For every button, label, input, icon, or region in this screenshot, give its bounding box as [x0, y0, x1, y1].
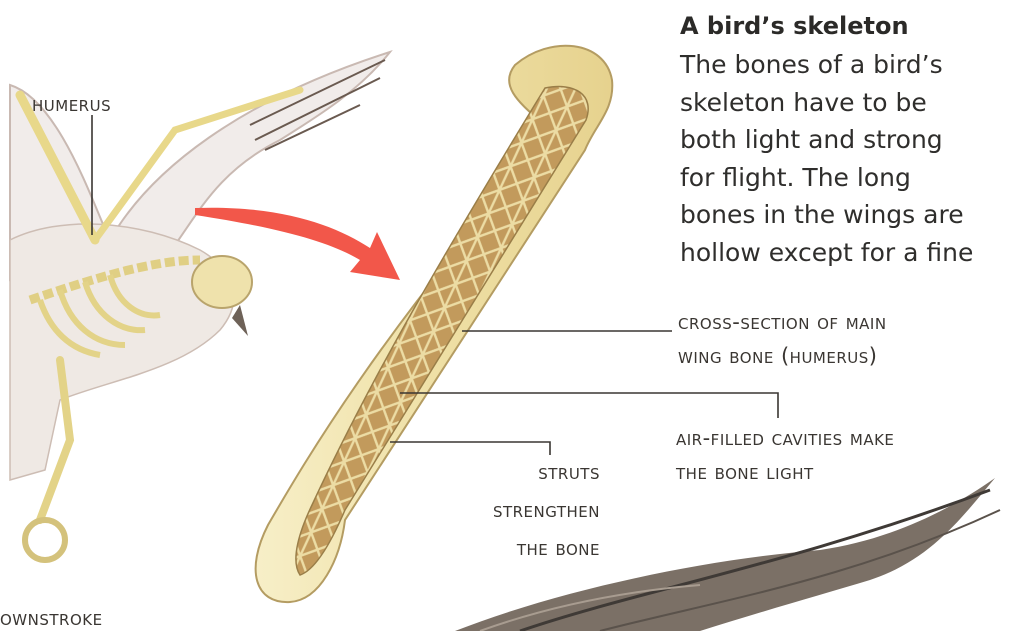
body-text: The bones of a bird’s skeleton have to b… [680, 46, 1030, 272]
body-line: for flight. The long [680, 159, 1030, 197]
downstroke-label: OWNSTROKE [0, 608, 103, 629]
talon [25, 520, 65, 560]
cross-section-label-line2: WING BONE (HUMERUS) [678, 346, 877, 367]
cross-section-label-line1: CROSS-SECTION OF MAIN [678, 312, 887, 333]
air-cavities-label-line2: THE BONE LIGHT [676, 462, 814, 483]
humerus-label: HUMERUS [32, 94, 111, 115]
struts-label-line3: THE BONE [517, 538, 600, 559]
struts-leader [390, 442, 550, 455]
body-line: both light and strong [680, 121, 1030, 159]
body-line: hollow except for a fine [680, 234, 1030, 272]
skull [192, 256, 252, 308]
air-cavities-label-line1: AIR-FILLED CAVITIES MAKE [676, 428, 894, 449]
body-outline [10, 224, 234, 480]
body-line: bones in the wings are [680, 196, 1030, 234]
beak [232, 305, 248, 336]
struts-label-line2: STRENGTHEN [493, 500, 600, 521]
body-line: The bones of a bird’s [680, 46, 1030, 84]
struts-label-line1: STRUTS [538, 462, 600, 483]
body-line: skeleton have to be [680, 84, 1030, 122]
heading: A bird’s skeleton [680, 12, 909, 40]
air-cavities-leader [400, 393, 778, 418]
